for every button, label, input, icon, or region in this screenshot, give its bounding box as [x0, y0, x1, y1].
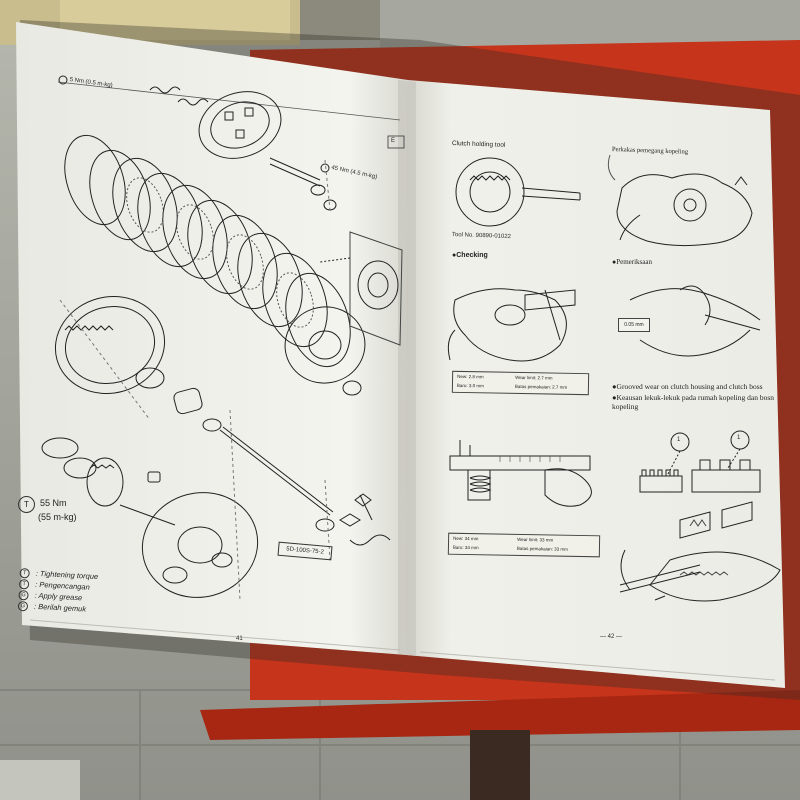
checking-heading: ●Checking [452, 252, 488, 259]
spec-cell: Baru: 34 mm [452, 544, 479, 551]
engine-case-illustration [607, 154, 753, 247]
feeler-gauge-label: 0.05 mm [618, 318, 650, 332]
spec-table-1: New: 2.8 mm Wear limit: 2.7 mm Baru: 3.0… [451, 370, 590, 396]
marker-2: 1 [737, 435, 741, 441]
torque-label-line1: 55 Nm [40, 498, 67, 508]
clutch-housing [54, 295, 166, 395]
left-page-number: 41 [236, 636, 243, 642]
wear-note: ●Grooved wear on clutch housing and clut… [612, 382, 763, 391]
spec-cell: Batas pemakaian: 33 mm [516, 545, 569, 552]
plate-thickness-measurement [447, 288, 576, 362]
inspection-heading: ●Pemeriksaan [612, 258, 652, 266]
right-page-number-text: 42 [607, 634, 615, 640]
corner-badge: E [391, 138, 396, 144]
spring-length-measurement [449, 440, 592, 507]
spec-cell: Wear limit: 2.7 mm [515, 374, 553, 381]
inspection-heading-text: Pemeriksaan [616, 258, 652, 266]
inset-detail [319, 231, 403, 346]
wear-notes: ●Grooved wear on clutch housing and clut… [612, 382, 777, 411]
filing-clutch-housing [619, 501, 781, 602]
wear-note-text: Keausan lekuk-lekuk pada rumah kopeling … [612, 393, 774, 411]
spec-cell: Baru: 3.0 mm [456, 382, 485, 389]
wear-note-text: Grooved wear on clutch housing and clutc… [616, 382, 763, 391]
pressure-plate [198, 91, 282, 159]
spec-cell: New: 2.8 mm [457, 373, 484, 380]
checking-heading-text: Checking [456, 252, 488, 259]
clutch-holding-tool [455, 157, 581, 227]
wear-note: ●Keausan lekuk-lekuk pada rumah kopeling… [612, 393, 774, 411]
marker-1: 1 [677, 437, 681, 443]
torque-label-line2: (55 m-kg) [38, 512, 77, 522]
torque-symbol: T [18, 496, 35, 513]
grooved-wear-parts [639, 430, 761, 493]
right-page-number: — 42 — [600, 634, 623, 640]
spec-table-2: New: 34 mm Wear limit: 33 mm Baru: 34 mm… [447, 532, 601, 558]
spec-cell: Batas pemakaian: 2.7 mm [514, 383, 568, 390]
spec-cell: Wear limit: 33 mm [517, 536, 554, 543]
spec-cell: New: 34 mm [453, 535, 479, 542]
warpage-check [629, 285, 761, 357]
primary-drive-gear [41, 437, 259, 598]
